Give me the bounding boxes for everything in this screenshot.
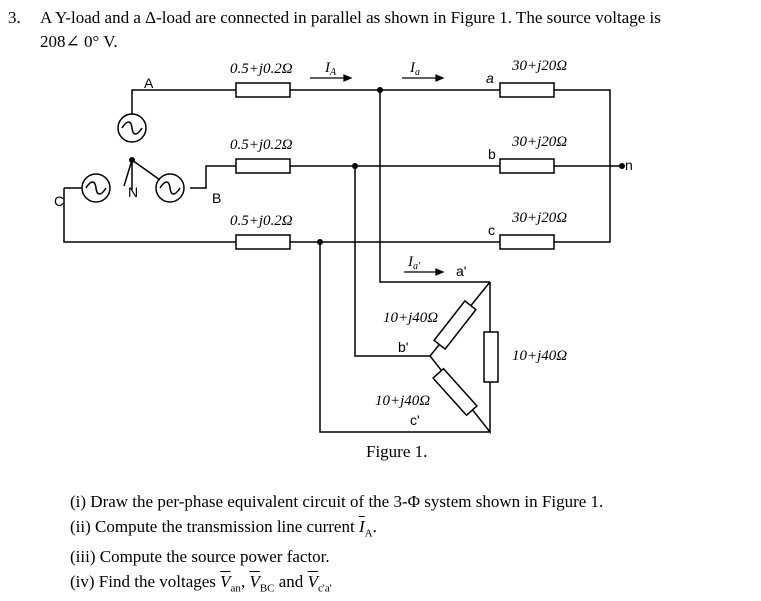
line-impedance-label-a: 0.5+j0.2Ω [230, 61, 293, 77]
figure-caption: Figure 1. [366, 442, 428, 461]
wire-line-c [63, 168, 611, 243]
y-load-c [499, 234, 555, 250]
wire-source-neutral [123, 159, 161, 190]
y-load-label-b: 30+j20Ω [511, 134, 567, 150]
delta-load-bc2 [432, 367, 478, 417]
node-N: N [128, 184, 138, 200]
y-load-label-a: 30+j20Ω [511, 58, 567, 74]
line-impedance-label-b: 0.5+j0.2Ω [230, 137, 293, 153]
node-a: a [486, 70, 494, 86]
source-voltage-text: 208∠ 0° V. [40, 32, 118, 51]
delta-load-label-ca: 10+j40Ω [375, 393, 430, 409]
delta-triangle [429, 281, 491, 435]
source-a [117, 113, 147, 143]
delta-load-bc [483, 331, 499, 383]
delta-load-ab [433, 299, 477, 351]
wire-delta-c [319, 242, 490, 433]
line-impedance-b [235, 158, 291, 174]
node-c: c [488, 222, 495, 238]
delta-load-label-ab: 10+j40Ω [383, 310, 438, 326]
wire-delta-b [354, 166, 430, 357]
wire-line-a [131, 89, 611, 168]
node-B: B [212, 190, 221, 206]
wire-delta-a [379, 90, 490, 283]
task-item-4: (iv) Find the voltages Van, VBC and Vc'a… [70, 571, 332, 595]
task-item-3: (iii) Compute the source power factor. [70, 547, 330, 567]
node-a-prime: a' [456, 263, 466, 279]
current-label-Ia: Ia [409, 60, 420, 78]
y-load-b [499, 158, 555, 174]
y-load-label-c: 30+j20Ω [511, 210, 567, 226]
line-impedance-a [235, 82, 291, 98]
delta-load-label-bc: 10+j40Ω [512, 348, 567, 364]
source-b [155, 173, 185, 203]
node-b: b [488, 146, 496, 162]
task-item-1: (i) Draw the per-phase equivalent circui… [70, 492, 604, 511]
task-item-2: (ii) Compute the transmission line curre… [70, 516, 377, 539]
line-impedance-label-c: 0.5+j0.2Ω [230, 213, 293, 229]
current-label-Ia-prime: Ia' [407, 254, 421, 272]
task-list: (i) Draw the per-phase equivalent circui… [70, 490, 603, 601]
node-c-prime: c' [410, 412, 420, 428]
node-n: n [625, 157, 633, 173]
y-load-a [499, 82, 555, 98]
wire-line-b [190, 165, 622, 189]
circuit-figure: 0.5+j0.2Ω 0.5+j0.2Ω 0.5+j0.2Ω 30+j20Ω 30… [54, 58, 633, 435]
node-A: A [144, 75, 154, 91]
line-impedance-c [235, 234, 291, 250]
question-text: A Y-load and a Δ-load are connected in p… [40, 8, 661, 27]
current-label-IA: IA [324, 60, 337, 78]
question-number: 3. [8, 8, 21, 27]
node-b-prime: b' [398, 339, 408, 355]
node-C: C [54, 193, 64, 209]
